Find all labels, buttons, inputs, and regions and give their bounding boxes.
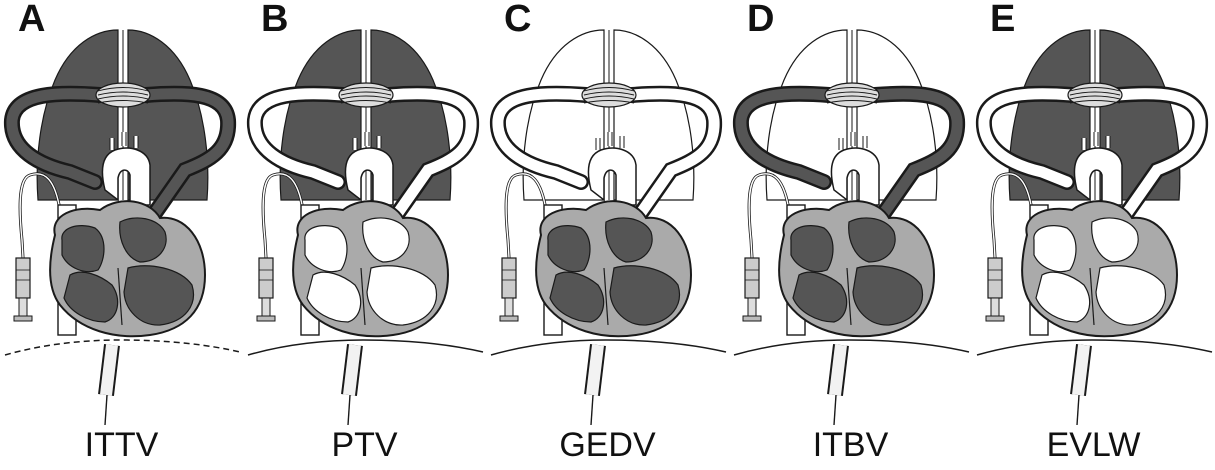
syringe-icon [986,258,1004,321]
syringe-icon [257,258,275,321]
circulation-diagram [243,0,486,470]
capillary-bed [825,83,879,107]
panel-e: E EVLW [972,0,1215,470]
panel-letter: B [261,0,288,38]
syringe-icon [14,258,32,321]
panel-caption: ITTV [0,428,243,462]
syringe-icon [743,258,761,321]
diaphragm-line [248,340,483,355]
panel-a: A ITTV [0,0,243,470]
panel-caption: PTV [243,428,486,462]
capillary-bed [582,83,636,107]
panel-b: B PTV [243,0,486,470]
panel-caption: GEDV [486,428,729,462]
panel-d: D ITBV [729,0,972,470]
panel-caption: ITBV [729,428,972,462]
capillary-bed [339,83,393,107]
circulation-diagram [972,0,1215,470]
panel-letter: A [18,0,45,38]
panel-c: C GEDV [486,0,729,470]
diaphragm-line [977,340,1212,355]
panel-caption: EVLW [972,428,1215,462]
capillary-bed [1068,83,1122,107]
circulation-diagram [486,0,729,470]
circulation-diagram [729,0,972,470]
capillary-bed [96,83,150,107]
diaphragm-line [734,340,969,355]
syringe-icon [500,258,518,321]
panel-letter: D [747,0,774,38]
panel-letter: E [990,0,1015,38]
panel-letter: C [504,0,531,38]
diaphragm-line [491,340,726,355]
diaphragm-line [5,340,240,355]
circulation-diagram [0,0,243,470]
